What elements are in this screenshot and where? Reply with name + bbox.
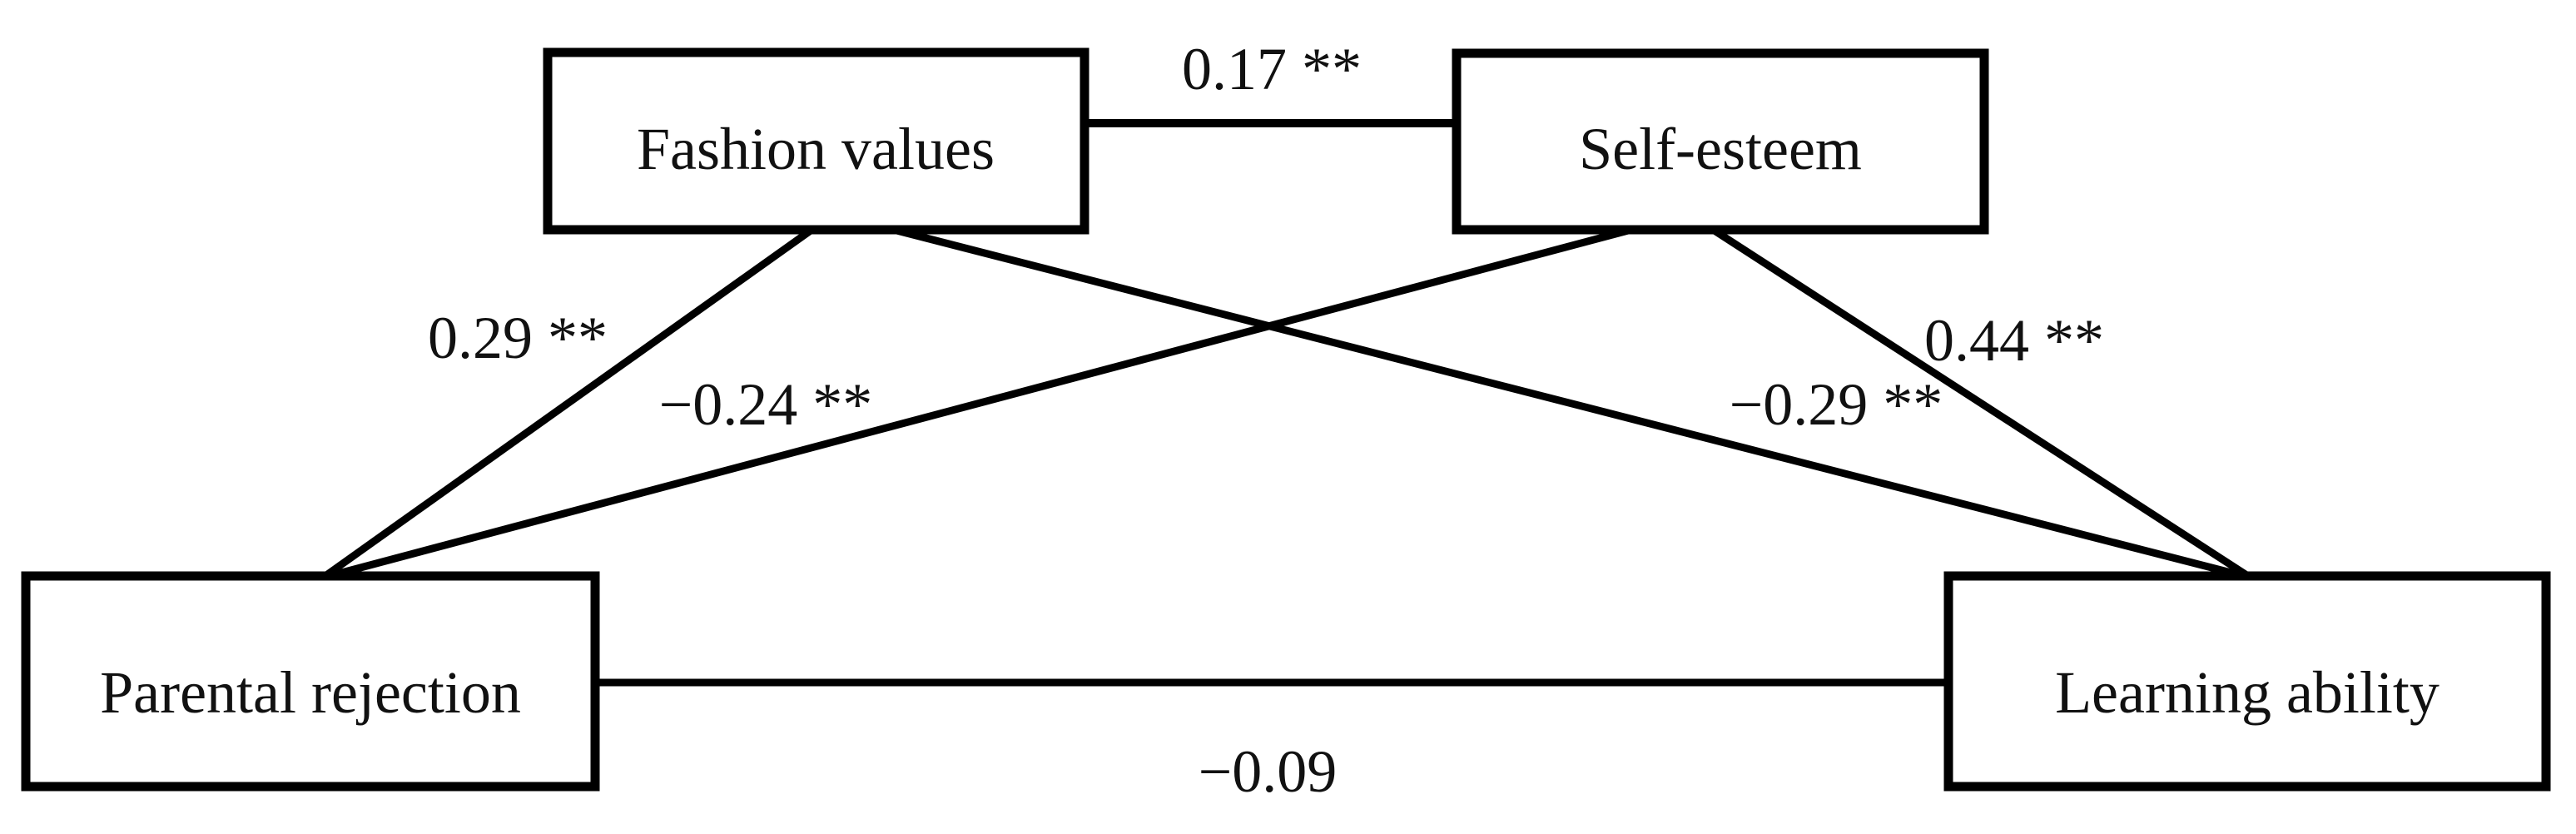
edge-parental-fashion-coefficient: 0.29 ** bbox=[428, 305, 608, 371]
edge-self-learning-coefficient: 0.44 ** bbox=[1924, 307, 2104, 374]
node-self-esteem-box bbox=[1452, 48, 1989, 235]
edge-fashion-learning-line bbox=[879, 222, 2252, 582]
node-parental-rejection-box bbox=[21, 571, 600, 792]
node-parental-rejection-label: Parental rejection bbox=[100, 659, 521, 726]
node-learning-ability-label: Learning ability bbox=[2055, 659, 2440, 726]
edge-parental-fashion-line bbox=[320, 223, 819, 581]
edge-parental-self-line bbox=[321, 222, 1645, 582]
node-self-esteem-label: Self-esteem bbox=[1579, 116, 1862, 182]
node-parental-rejection: Parental rejection bbox=[21, 571, 600, 792]
edge-parental-self-coefficient: −0.24 ** bbox=[659, 371, 873, 438]
node-fashion-values-label: Fashion values bbox=[637, 116, 995, 182]
edge-self-learning-line bbox=[1705, 223, 2253, 581]
edge-fashion-learning-coefficient: −0.29 ** bbox=[1730, 371, 1943, 438]
node-self-esteem: Self-esteem bbox=[1452, 48, 1989, 235]
node-fashion-values: Fashion values bbox=[543, 47, 1089, 235]
edge-fashion-self-coefficient: 0.17 ** bbox=[1182, 36, 1362, 102]
node-fashion-values-box bbox=[543, 47, 1089, 235]
node-learning-ability-box bbox=[1943, 571, 2551, 792]
node-learning-ability: Learning ability bbox=[1943, 571, 2551, 792]
edge-parental-learning-coefficient: −0.09 bbox=[1199, 738, 1338, 805]
